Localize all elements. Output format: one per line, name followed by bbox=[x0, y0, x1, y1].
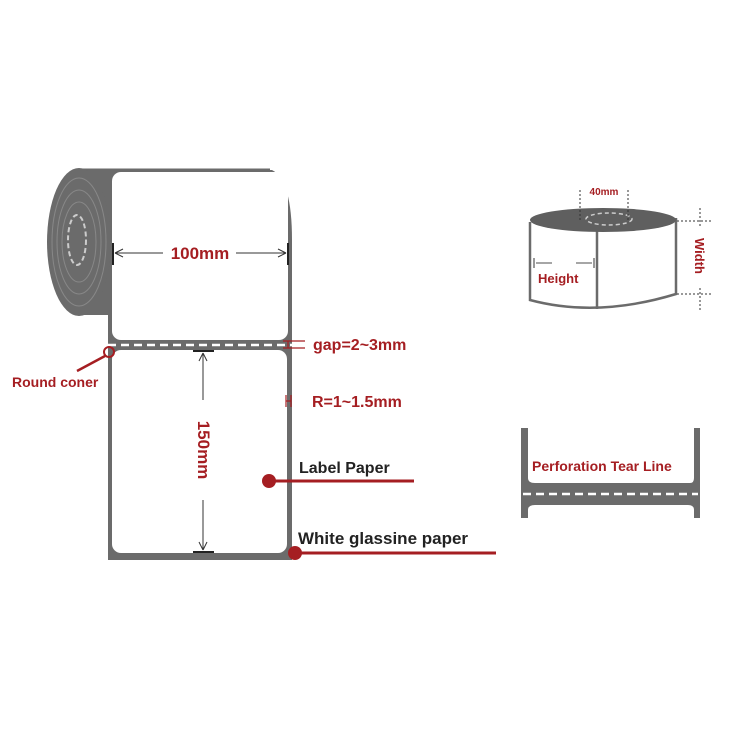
radius-label: R=1~1.5mm bbox=[312, 394, 402, 411]
roll-core bbox=[67, 214, 87, 266]
round-corner-marker bbox=[103, 346, 115, 358]
backing-label: White glassine paper bbox=[298, 529, 468, 548]
length-label: 150mm bbox=[194, 421, 213, 480]
gap-label: gap=2~3mm bbox=[313, 337, 406, 354]
small-roll: 40mm Height Width bbox=[528, 187, 712, 310]
width-label: 100mm bbox=[171, 244, 230, 263]
perforation-label: Perforation Tear Line bbox=[532, 458, 672, 474]
core-label: 40mm bbox=[590, 187, 619, 198]
round-corner-label: Round coner bbox=[12, 374, 99, 390]
height-label: Height bbox=[538, 271, 579, 286]
perforation-detail: Perforation Tear Line bbox=[521, 428, 700, 518]
length-dimension bbox=[193, 350, 214, 553]
width-label-small: Width bbox=[692, 238, 707, 274]
label-paper bbox=[112, 350, 287, 553]
label-paper-label: Label Paper bbox=[299, 460, 390, 477]
top-label bbox=[112, 172, 288, 340]
width-dimension bbox=[112, 243, 289, 265]
main-roll: 100mm 150mm gap=2~3mm R=1~1.5mm Round co… bbox=[12, 168, 496, 560]
